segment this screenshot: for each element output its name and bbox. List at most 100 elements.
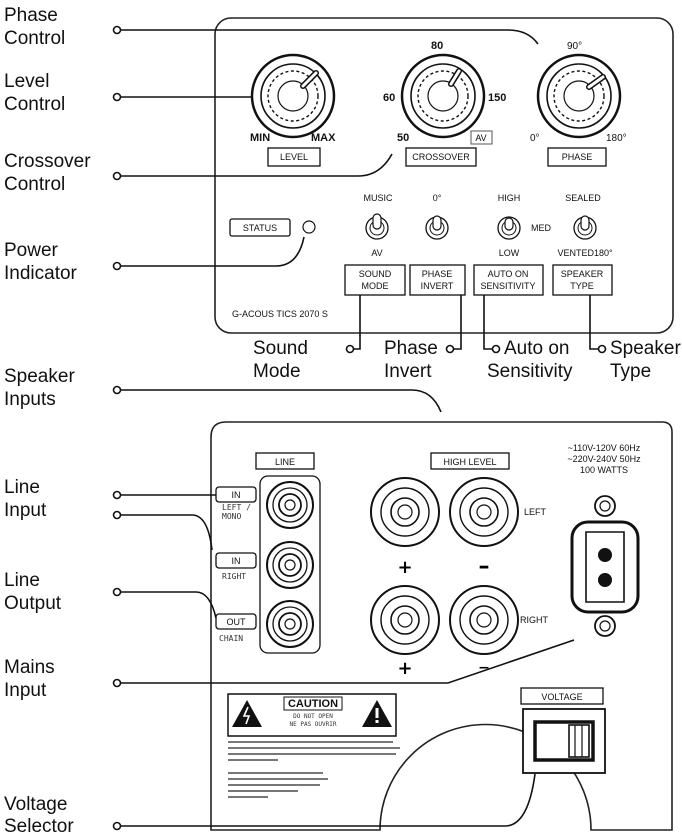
callout-power-indicator-2: Indicator (4, 263, 78, 284)
callout-line-output-2: Output (4, 593, 62, 614)
high-level-left-minus-terminal[interactable] (449, 477, 519, 547)
crossover-80-label: 80 (431, 40, 443, 52)
voltage-label: VOLTAGE (541, 692, 582, 702)
callout-phase-invert-1: Phase (384, 338, 438, 359)
callout-power-indicator-1: Power (4, 240, 59, 261)
right-minus-sign: – (479, 655, 490, 680)
callout-speaker-inputs-1: Speaker (4, 366, 75, 387)
phase-180-label: 180° (606, 133, 627, 144)
sound-mode-leader (354, 295, 361, 350)
in-right-sub1: RIGHT (222, 572, 246, 581)
out-tag (215, 613, 257, 630)
callout-speaker-type-1: Speaker (610, 338, 681, 359)
high-level-right-plus-terminal[interactable] (370, 585, 440, 655)
phase-invert-leader (454, 295, 462, 350)
left-minus-sign: – (479, 554, 490, 579)
callout-mains-input-2: Input (4, 680, 47, 701)
sound-mode-av-label: AV (371, 248, 382, 258)
phase-knob[interactable] (536, 53, 622, 139)
power-indicator-dot (112, 261, 122, 271)
status-label-box (229, 218, 291, 237)
power-indicator-leader (119, 236, 305, 267)
left-plus-sign: + (397, 557, 412, 578)
line-input-dot-2 (112, 510, 122, 520)
caution-title: CAUTION (288, 698, 338, 710)
mains-input-leader (119, 639, 575, 684)
mains-input-dot (112, 678, 122, 688)
rca-out-chain-jack[interactable] (266, 600, 314, 648)
out-sub1: CHAIN (219, 634, 243, 643)
auto-on-label-line2: SENSITIVITY (480, 281, 535, 291)
speaker-type-label-line2: TYPE (570, 281, 594, 291)
phase-invert-label-line1: PHASE (422, 269, 453, 279)
voltage-selector-switch[interactable] (522, 708, 606, 774)
phase-invert-0-label: 0° (433, 193, 442, 203)
level-max-label: MAX (311, 132, 336, 144)
sound-mode-label-line2: MODE (362, 281, 389, 291)
auto-on-low-label: LOW (499, 248, 520, 258)
line-output-dot (112, 587, 122, 597)
rca-in-right-jack[interactable] (266, 541, 314, 589)
phase-invert-label-line2: INVERT (421, 281, 454, 291)
callout-voltage-selector-2: Selector (4, 816, 74, 837)
line-output-leader (119, 591, 217, 619)
callout-sound-mode-2: Mode (253, 361, 301, 382)
rca-in-left-jack[interactable] (266, 481, 314, 529)
auto-on-label-line1: AUTO ON (488, 269, 529, 279)
sound-mode-dot (345, 344, 355, 354)
level-label-box (267, 147, 321, 167)
high-level-label: HIGH LEVEL (443, 457, 496, 467)
voltage-label-box (520, 687, 604, 705)
caution-title-box (283, 696, 343, 711)
callout-sound-mode-1: Sound (253, 338, 308, 359)
sound-mode-label-line1: SOUND (359, 269, 392, 279)
callout-auto-on-1: Auto on (504, 338, 570, 359)
line-input-dot-1 (112, 490, 122, 500)
speaker-type-toggle[interactable] (573, 215, 597, 240)
crossover-av-label: AV (475, 133, 486, 143)
mains-power-socket[interactable] (570, 495, 640, 637)
high-level-right-minus-terminal[interactable] (449, 585, 519, 655)
auto-on-toggle[interactable] (497, 216, 521, 240)
phase-0-label: 0° (530, 133, 540, 144)
sound-mode-toggle[interactable] (365, 213, 389, 240)
callout-phase-control-2: Control (4, 28, 65, 49)
callout-crossover-control-1: Crossover (4, 151, 91, 172)
phase-invert-toggle[interactable] (425, 215, 449, 240)
auto-on-label-box (473, 264, 544, 296)
crossover-50-label: 50 (397, 132, 409, 144)
callout-level-control-1: Level (4, 71, 49, 92)
sound-mode-music-label: MUSIC (364, 193, 394, 203)
power-rating-line3: 100 WATTS (580, 465, 628, 475)
lightning-warning-icon (232, 700, 262, 727)
caution-sub2: NE PAS OUVRIR (290, 721, 337, 728)
power-indicator-led (302, 220, 316, 234)
callout-phase-invert-2: Invert (384, 361, 432, 382)
power-rating-line1: ~110V-120V 60Hz (568, 443, 641, 453)
auto-on-dot (491, 344, 501, 354)
callout-phase-control-1: Phase (4, 5, 58, 26)
crossover-knob[interactable] (400, 53, 486, 139)
sound-mode-label-box (344, 264, 406, 296)
high-level-label-box (430, 452, 510, 470)
callout-line-input-2: Input (4, 500, 47, 521)
warning-fine-print (228, 741, 400, 798)
speaker-inputs-leader (119, 389, 442, 413)
voltage-selector-leader (119, 773, 536, 827)
high-level-left-plus-terminal[interactable] (370, 477, 440, 547)
callout-crossover-control-2: Control (4, 174, 65, 195)
phase-label: PHASE (562, 152, 593, 162)
left-label: LEFT (524, 507, 547, 517)
callout-mains-input-1: Mains (4, 657, 55, 678)
level-control-dot (112, 92, 122, 102)
level-knob[interactable] (250, 53, 336, 139)
crossover-60-label: 60 (383, 92, 395, 104)
in-right-tag-text: IN (232, 556, 241, 566)
speaker-type-label-line1: SPEAKER (561, 269, 604, 279)
speaker-type-vented-label: VENTED180° (557, 248, 613, 258)
phase-invert-label-box (409, 264, 466, 296)
right-label: RIGHT (520, 615, 549, 625)
in-left-sub1: LEFT / (222, 503, 251, 512)
crossover-label-box (405, 147, 477, 167)
